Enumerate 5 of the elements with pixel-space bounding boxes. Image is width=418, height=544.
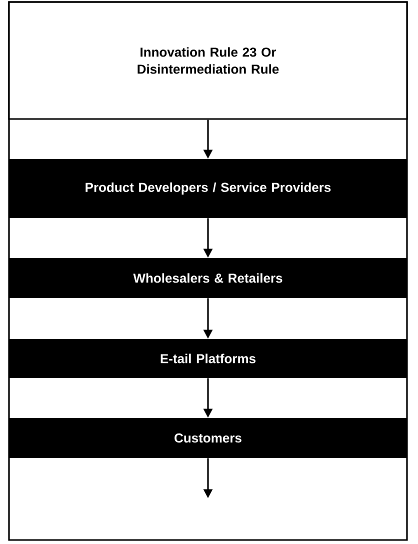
process-band: Customers (9, 418, 407, 458)
title-box: Innovation Rule 23 Or Disintermediation Rule (8, 1, 408, 120)
process-band: Product Developers / Service Providers (9, 159, 407, 218)
process-band: Wholesalers & Retailers (9, 258, 407, 298)
process-band: E-tail Platforms (9, 339, 407, 378)
